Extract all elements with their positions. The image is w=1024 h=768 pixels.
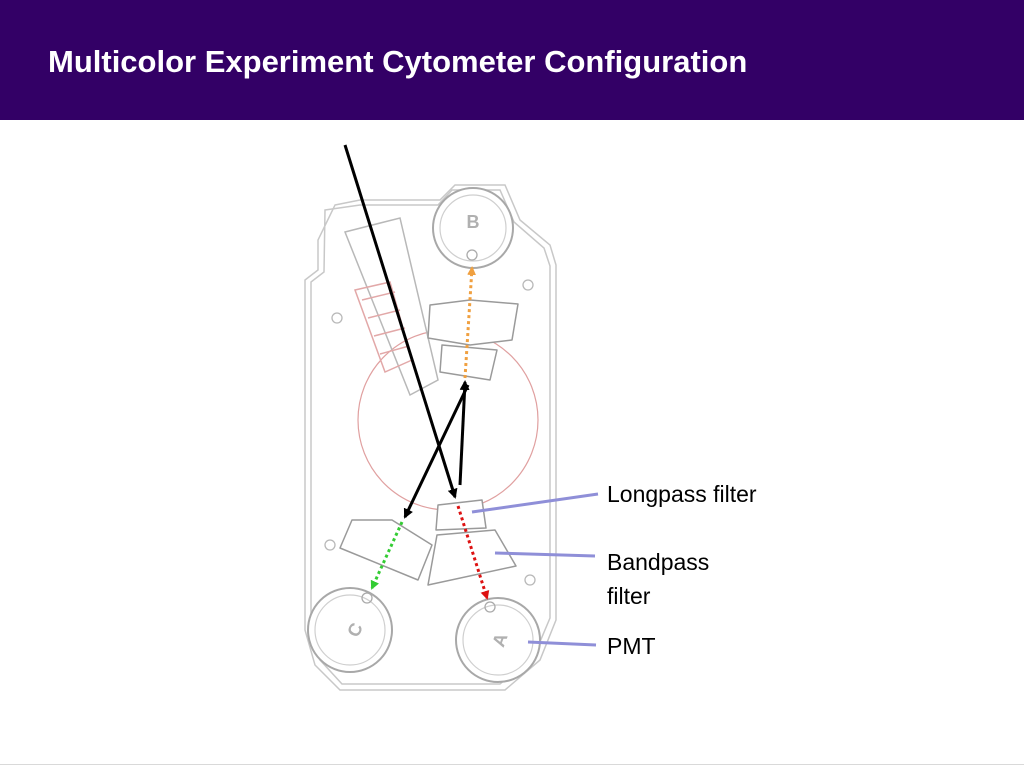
reflected-beam-up-line [458, 380, 470, 486]
mounting-holes [324, 279, 536, 586]
pmt-b-label: B [467, 212, 480, 232]
reflected-beam-down-line [403, 384, 470, 519]
bandpass-filter-a [427, 529, 517, 586]
bandpass-filter-c [339, 519, 433, 581]
bandpass-filter-label-line2: filter [607, 583, 651, 609]
bandpass-filter-label-line1: Bandpass [607, 549, 710, 575]
bandpass-callout-line [494, 551, 596, 558]
pmt-c: C [307, 587, 393, 673]
incoming-beam-line [343, 144, 458, 499]
longpass-filter-label: Longpass filter [607, 481, 757, 507]
red-emission-beam [456, 505, 490, 600]
title-bar: Multicolor Experiment Cytometer Configur… [0, 0, 1024, 120]
slide-title: Multicolor Experiment Cytometer Configur… [48, 44, 748, 79]
input-tube [343, 217, 439, 397]
green-emission-beam [370, 521, 404, 590]
pmt-a-label: A [488, 630, 511, 649]
bandpass-filter-b [427, 299, 519, 346]
pmt-b: B [432, 187, 514, 269]
pmt-label: PMT [607, 633, 656, 659]
longpass-filter-b [439, 344, 498, 381]
cytometer-diagram: B C A [304, 144, 599, 691]
pmt-callout-line [527, 640, 597, 647]
filters [339, 299, 519, 586]
detector-block-outline [304, 184, 557, 691]
orange-emission-beam [463, 266, 477, 379]
callout-lines [471, 492, 599, 647]
pmt-a: A [455, 597, 541, 683]
longpass-filter-a [435, 499, 487, 531]
longpass-callout-line [471, 492, 599, 514]
laser-beams [343, 144, 490, 600]
bottom-divider [0, 764, 1024, 765]
